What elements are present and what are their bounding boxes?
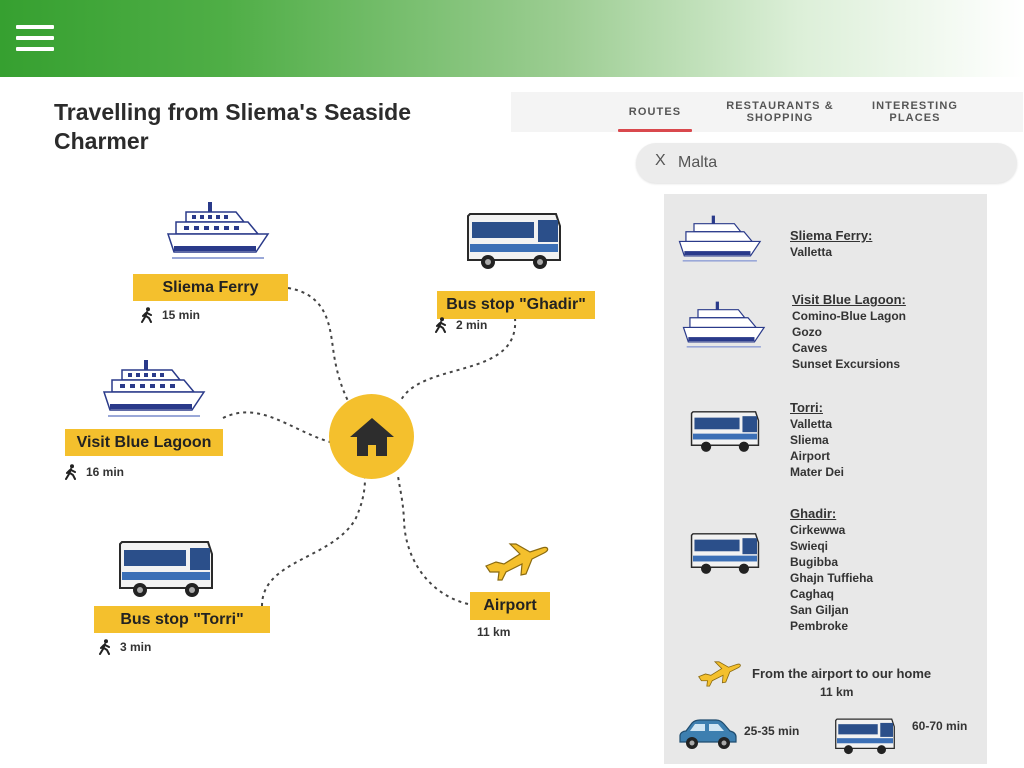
destination-meta-bus-stop-torri: 3 min: [98, 639, 151, 655]
destination-label-bus-stop-torri[interactable]: Bus stop "Torri": [94, 606, 270, 633]
ferry-icon: [102, 360, 206, 417]
route-stop: Comino-Blue Lagon: [792, 309, 906, 323]
route-item-visit-blue-lagoon[interactable]: Visit Blue Lagoon: Comino-Blue Lagon Goz…: [792, 292, 906, 372]
destination-time: 16 min: [86, 465, 125, 479]
top-bar: [0, 0, 1024, 77]
route-item-torri[interactable]: Torri: Valletta Sliema Airport Mater Dei: [790, 400, 844, 480]
destination-label-bus-stop-ghadir[interactable]: Bus stop "Ghadir": [437, 291, 595, 319]
destination-meta-sliema-ferry: 15 min: [140, 307, 200, 323]
destination-time: 2 min: [456, 318, 488, 332]
walking-person-icon: [141, 307, 152, 323]
route-stop: Swieqi: [790, 539, 829, 553]
hamburger-menu-icon[interactable]: [16, 25, 54, 51]
tab-routes[interactable]: ROUTES: [628, 106, 682, 118]
route-stop: Gozo: [792, 325, 822, 339]
airport-title: From the airport to our home: [752, 666, 932, 681]
bus-icon: [690, 533, 760, 574]
route-stop: Caves: [792, 341, 828, 355]
ferry-icon: [166, 202, 270, 259]
bus-time: 60-70 min: [912, 719, 968, 733]
tab-bar: ROUTES RESTAURANTS & SHOPPING INTERESTIN…: [511, 92, 1023, 132]
car-time: 25-35 min: [744, 724, 800, 738]
car-icon: [679, 719, 737, 749]
walking-person-icon: [99, 639, 110, 655]
bus-icon: [835, 718, 895, 755]
destination-time: 3 min: [120, 640, 152, 654]
route-stop: Caghaq: [790, 587, 835, 601]
routes-panel: Sliema Ferry: Valletta Visit Blue Lagoon…: [664, 194, 987, 764]
route-stop: Cirkewwa: [790, 523, 846, 537]
route-stop: San Giljan: [790, 603, 849, 617]
destination-meta-bus-stop-ghadir: 2 min: [434, 317, 487, 333]
walking-person-icon: [65, 464, 76, 480]
destination-label-sliema-ferry[interactable]: Sliema Ferry: [133, 274, 288, 301]
route-heading: Sliema Ferry:: [790, 228, 873, 243]
route-item-sliema-ferry[interactable]: Sliema Ferry: Valletta: [790, 228, 872, 260]
destination-label-visit-blue-lagoon[interactable]: Visit Blue Lagoon: [65, 429, 223, 456]
home-icon: [349, 417, 394, 456]
ferry-icon: [678, 215, 762, 262]
route-heading: Torri:: [790, 400, 823, 415]
route-heading: Visit Blue Lagoon:: [792, 292, 906, 307]
airplane-icon: [485, 543, 549, 581]
route-stop: Mater Dei: [790, 465, 845, 479]
search-bar: X: [636, 143, 1017, 183]
route-item-ghadir[interactable]: Ghadir: Cirkewwa Swieqi Bugibba Ghajn Tu…: [790, 506, 873, 634]
page-title: Travelling from Sliema's Seaside Charmer: [54, 99, 412, 154]
route-stop: Sunset Excursions: [792, 357, 901, 371]
destination-meta-visit-blue-lagoon: 16 min: [64, 464, 124, 480]
destination-meta-airport: 11 km: [477, 625, 510, 639]
tab-interesting-places[interactable]: INTERESTING PLACES: [871, 100, 959, 124]
destination-time: 15 min: [162, 308, 201, 322]
route-stop: Sliema: [790, 433, 829, 447]
bus-icon: [119, 541, 213, 597]
destination-distance: 11 km: [477, 625, 511, 639]
route-stop: Valletta: [790, 245, 833, 259]
walking-person-icon: [435, 317, 446, 333]
route-stop: Ghajn Tuffieha: [790, 571, 874, 585]
airport-distance: 11 km: [820, 685, 854, 699]
airplane-icon: [698, 661, 741, 687]
route-heading: Ghadir:: [790, 506, 837, 521]
active-tab-indicator: [618, 129, 692, 132]
ferry-icon: [682, 301, 766, 348]
destination-label-airport[interactable]: Airport: [470, 592, 550, 620]
home-marker: [329, 394, 414, 479]
clear-search-icon[interactable]: X: [655, 152, 666, 169]
route-stop: Airport: [790, 449, 830, 463]
route-stop: Pembroke: [790, 619, 849, 633]
bus-icon: [690, 411, 760, 452]
bus-icon: [467, 213, 561, 269]
route-stop: Bugibba: [790, 555, 838, 569]
search-input[interactable]: [678, 150, 998, 176]
route-stop: Valletta: [790, 417, 833, 431]
tab-restaurants-shopping[interactable]: RESTAURANTS & SHOPPING: [726, 100, 834, 124]
